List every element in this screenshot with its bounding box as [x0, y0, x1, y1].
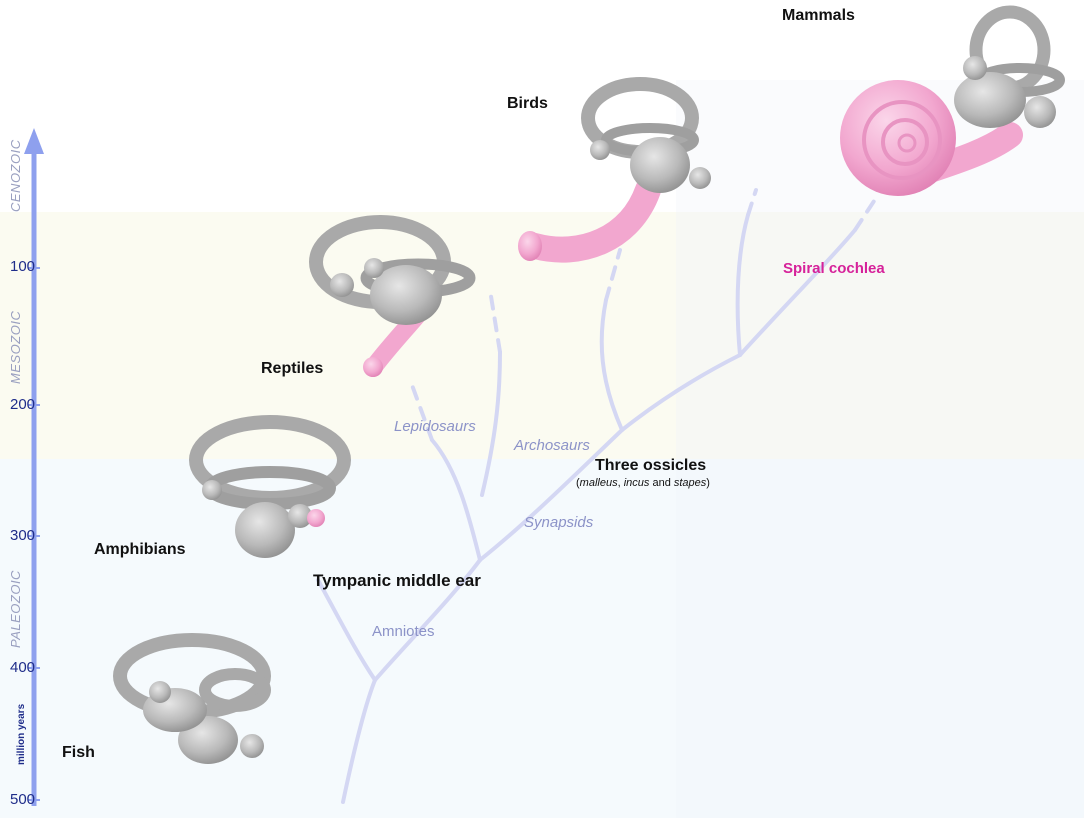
fish-ear-illustration — [113, 633, 271, 764]
ossicle-incus: incus — [623, 477, 650, 489]
label-amniotes: Amniotes — [372, 623, 435, 640]
label-synapsids: Synapsids — [524, 514, 594, 531]
event-three-ossicles-detail: (malleus, incus and stapes) — [576, 477, 710, 489]
bird-ear-illustration — [518, 77, 711, 263]
label-mammals: Mammals — [782, 7, 855, 24]
tick-500: 500 — [10, 791, 36, 808]
phylogenetic-tree — [316, 188, 880, 804]
event-three-ossicles: Three ossicles — [595, 457, 707, 474]
label-birds: Birds — [507, 95, 548, 112]
label-archosaurs: Archosaurs — [514, 437, 590, 454]
axis-units: million years — [16, 703, 27, 765]
right-panel-shade — [676, 80, 1084, 818]
ossicle-malleus: malleus — [579, 477, 618, 489]
mammal-ear-illustration — [840, 5, 1065, 196]
amphibian-ear-illustration — [189, 415, 351, 558]
tick-200: 200 — [10, 396, 36, 413]
reptile-ear-illustration — [309, 215, 476, 377]
era-cenozoic: CENOZOIC — [8, 139, 23, 212]
label-reptiles: Reptiles — [261, 360, 324, 377]
ossicle-comma: , — [617, 477, 621, 489]
ossicle-and: and — [652, 477, 671, 489]
era-paleozoic: PALEOZOIC — [8, 570, 23, 648]
event-spiral-cochlea: Spiral cochlea — [783, 260, 885, 277]
era-mesozoic: MESOZOIC — [8, 310, 23, 384]
event-tympanic-middle-ear: Tympanic middle ear — [313, 571, 481, 590]
tick-100: 100 — [10, 258, 36, 275]
label-lepidosaurs: Lepidosaurs — [394, 418, 476, 435]
ossicle-stapes: stapes — [673, 477, 707, 489]
label-fish: Fish — [62, 744, 95, 761]
tick-300: 300 — [10, 527, 36, 544]
time-axis — [24, 128, 44, 806]
label-amphibians: Amphibians — [94, 541, 186, 558]
tick-400: 400 — [10, 659, 36, 676]
